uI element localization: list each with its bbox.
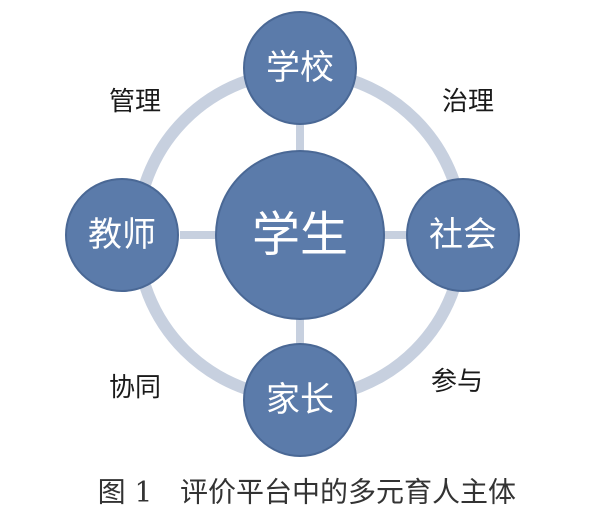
node-student: 学生 <box>215 150 385 320</box>
node-parent: 家长 <box>243 343 357 457</box>
figure-number: 图 1 <box>98 476 153 509</box>
node-teacher-label: 教师 <box>88 215 156 255</box>
node-student-label: 学生 <box>252 207 348 263</box>
relation-manage-label: 管理 <box>109 87 161 117</box>
node-teacher: 教师 <box>65 178 179 292</box>
node-school-label: 学校 <box>266 48 334 88</box>
node-school: 学校 <box>243 11 357 125</box>
relation-cooperate-label: 协同 <box>109 373 161 403</box>
figure-caption: 评价平台中的多元育人主体 <box>180 476 516 509</box>
node-society-label: 社会 <box>429 215 497 255</box>
relation-participate-label: 参与 <box>431 367 483 397</box>
node-parent-label: 家长 <box>266 380 334 420</box>
relation-govern-label: 治理 <box>442 87 494 117</box>
node-society: 社会 <box>406 178 520 292</box>
